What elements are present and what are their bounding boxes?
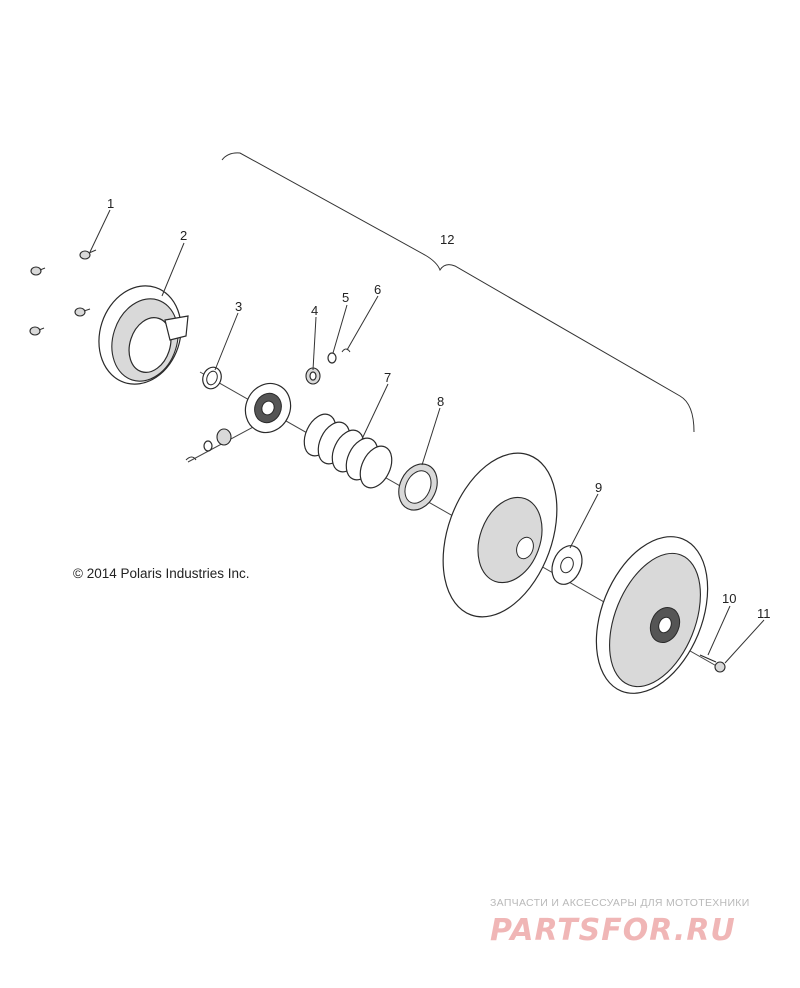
callout-10: 10 bbox=[722, 591, 736, 606]
bearing-part bbox=[305, 367, 321, 385]
leader-7 bbox=[361, 383, 389, 440]
cover-part bbox=[98, 285, 189, 385]
callout-2: 2 bbox=[180, 228, 187, 243]
leader-4 bbox=[312, 316, 317, 371]
leader-8 bbox=[421, 407, 441, 466]
watermark-tagline: ЗАПЧАСТИ И АКСЕССУАРЫ ДЛЯ МОТОТЕХНИКИ bbox=[490, 897, 750, 909]
spring-part bbox=[303, 413, 393, 489]
callout-4: 4 bbox=[311, 303, 318, 318]
hub-part bbox=[244, 382, 292, 434]
callout-1: 1 bbox=[107, 196, 114, 211]
leader-5 bbox=[332, 304, 348, 354]
clip-part bbox=[341, 348, 351, 353]
leader-10 bbox=[707, 605, 731, 656]
rear-sheave-part bbox=[595, 536, 709, 694]
callout-11: 11 bbox=[757, 606, 771, 621]
leader-11 bbox=[724, 619, 765, 664]
leader-2 bbox=[161, 242, 185, 297]
callout-8: 8 bbox=[437, 394, 444, 409]
watermark-logo: PARTSFOR.RU bbox=[490, 913, 736, 948]
leader-9 bbox=[569, 493, 599, 549]
callout-9: 9 bbox=[595, 480, 602, 495]
pin-part bbox=[699, 654, 717, 663]
screw-part bbox=[29, 249, 97, 336]
sheave-part bbox=[442, 452, 558, 618]
thrust-washer-part bbox=[551, 545, 583, 585]
lower-small-parts bbox=[185, 428, 232, 461]
snap-ring-part bbox=[202, 366, 222, 390]
washer-part bbox=[327, 352, 337, 364]
copyright-notice: © 2014 Polaris Industries Inc. bbox=[73, 566, 250, 581]
leader-6 bbox=[346, 295, 379, 351]
callout-3: 3 bbox=[235, 299, 242, 314]
callout-7: 7 bbox=[384, 370, 391, 385]
callout-6: 6 bbox=[374, 282, 381, 297]
spacer-ring-part bbox=[398, 463, 438, 511]
callout-5: 5 bbox=[342, 290, 349, 305]
assembly-bracket bbox=[221, 152, 695, 433]
svg-text:PARTSFOR.RU: PARTSFOR.RU bbox=[490, 913, 736, 948]
callout-12: 12 bbox=[440, 232, 454, 247]
leader-1 bbox=[89, 209, 111, 253]
nut-part bbox=[714, 661, 726, 673]
leader-3 bbox=[214, 312, 239, 371]
